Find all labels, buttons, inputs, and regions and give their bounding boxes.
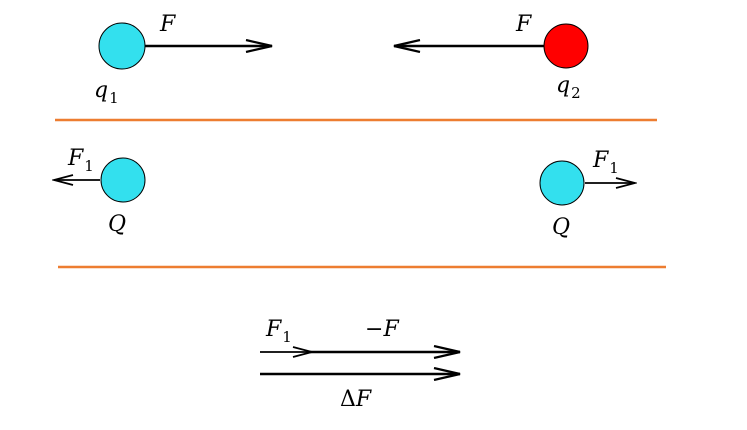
label-vector-delta-f: ΔF: [340, 387, 372, 412]
label-force-left-Q: F1: [67, 146, 94, 175]
charge-q1: [98, 22, 146, 70]
charge-q2: [543, 23, 589, 69]
top-row: F F q1 q2: [94, 12, 589, 107]
label-vector-f1: F1: [265, 317, 292, 346]
label-q1: q1: [94, 78, 119, 107]
label-force-q2: F: [515, 12, 532, 37]
label-vector-minus-f: −F: [365, 317, 399, 342]
charge-Q-right: [539, 160, 585, 206]
label-Q-left: Q: [108, 212, 126, 237]
label-q2: q2: [556, 73, 581, 102]
bottom-row: F1 −F ΔF: [260, 317, 460, 412]
charge-Q-left: [100, 157, 146, 203]
label-force-q1: F: [159, 12, 176, 37]
label-force-right-Q: F1: [592, 148, 619, 177]
label-Q-right: Q: [552, 215, 570, 240]
middle-row: F1 F1 Q Q: [54, 146, 635, 240]
